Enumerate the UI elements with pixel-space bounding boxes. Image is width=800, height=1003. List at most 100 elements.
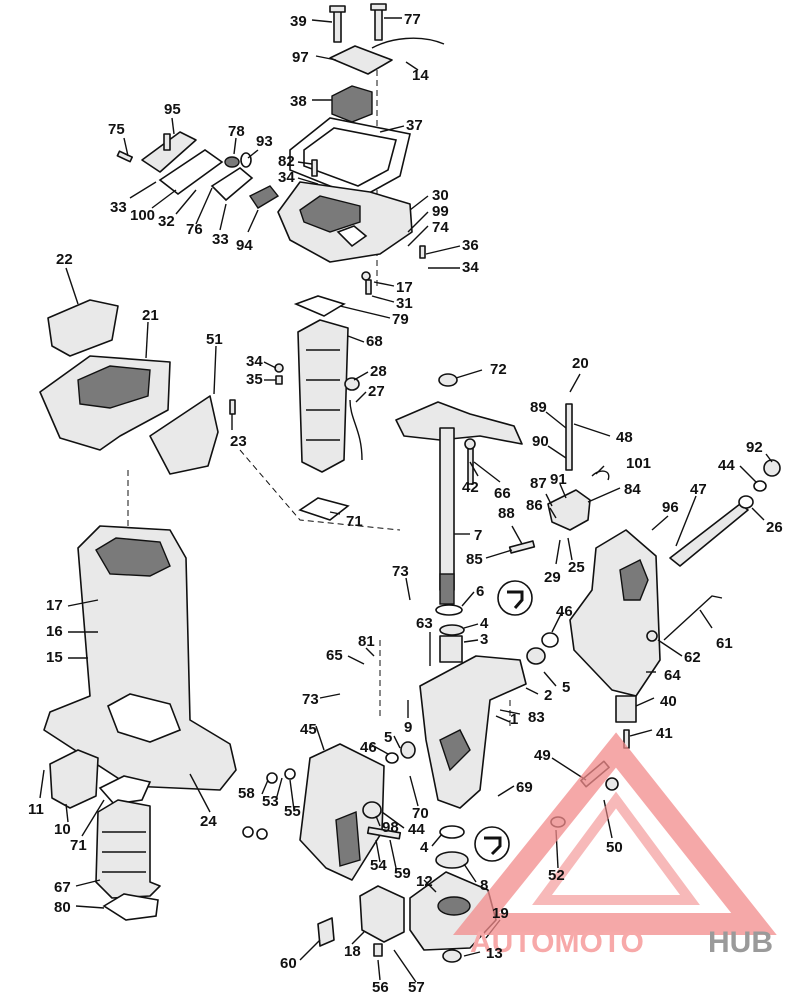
- label-62: 62: [684, 649, 701, 666]
- bushing-3: [439, 635, 463, 663]
- cover-22: [47, 299, 119, 357]
- label-83: 83: [528, 709, 545, 726]
- label-39: 39: [290, 13, 307, 30]
- spring-101: [591, 470, 610, 481]
- label-52: 52: [548, 867, 565, 884]
- grommet-28: [344, 377, 360, 391]
- label-94: 94: [236, 237, 253, 254]
- label-85: 85: [466, 551, 483, 568]
- gasket-32: [158, 149, 224, 196]
- bushing-4-bottom: [439, 825, 465, 839]
- nut-62: [646, 630, 658, 642]
- tube-67: [95, 799, 161, 899]
- label-92: 92: [746, 439, 763, 456]
- gasket-71-bottom: [98, 775, 152, 805]
- label-44-top: 44: [718, 457, 735, 474]
- bracket-60: [317, 917, 335, 947]
- exhaust-tube-68: [297, 319, 349, 473]
- label-1: 1: [510, 711, 518, 728]
- label-80: 80: [54, 899, 71, 916]
- label-35: 35: [246, 371, 263, 388]
- label-26: 26: [766, 519, 783, 536]
- steering-tube-7: [439, 427, 455, 605]
- label-93: 93: [256, 133, 273, 150]
- label-21: 21: [142, 307, 159, 324]
- label-38: 38: [290, 93, 307, 110]
- plate-10: [49, 749, 99, 809]
- nut-13: [442, 949, 462, 963]
- swivel-bracket-top: [395, 401, 523, 445]
- label-68: 68: [366, 333, 383, 350]
- label-96: 96: [662, 499, 679, 516]
- housing-30: [277, 181, 413, 263]
- label-44-lower: 44: [408, 821, 425, 838]
- label-46-lower: 46: [360, 739, 377, 756]
- label-75: 75: [108, 121, 125, 138]
- label-17-left: 17: [46, 597, 63, 614]
- cap-78: [224, 156, 240, 168]
- label-64: 64: [664, 667, 681, 684]
- label-84: 84: [624, 481, 641, 498]
- spring-94: [248, 185, 280, 209]
- label-46-right: 46: [556, 603, 573, 620]
- label-23: 23: [230, 433, 247, 450]
- label-4-bottom: 4: [420, 839, 429, 856]
- label-58: 58: [238, 785, 255, 802]
- label-42: 42: [462, 479, 479, 496]
- hose-27: [349, 399, 363, 461]
- screw-23: [229, 399, 236, 415]
- grease-symbol-bottom: [474, 826, 510, 862]
- label-57: 57: [408, 979, 425, 996]
- block-18: [359, 885, 405, 943]
- label-45: 45: [300, 721, 317, 738]
- bushing-4-top: [439, 624, 465, 636]
- grease-symbol-top: [497, 580, 533, 616]
- label-78: 78: [228, 123, 245, 140]
- pin-17-top: [361, 271, 372, 295]
- part-labels: 39 77 97 14 38 37 95 75 78 93 82 34 33 1…: [28, 11, 783, 996]
- label-100: 100: [130, 207, 155, 224]
- washer-6: [435, 604, 463, 616]
- label-20: 20: [572, 355, 589, 372]
- label-31: 31: [396, 295, 413, 312]
- bracket-95: [141, 131, 197, 173]
- label-81: 81: [358, 633, 375, 650]
- module-38: [331, 85, 373, 123]
- label-50: 50: [606, 839, 623, 856]
- label-47: 47: [690, 481, 707, 498]
- bolt-39: [329, 5, 346, 43]
- label-19: 19: [492, 905, 509, 922]
- label-73-left: 73: [302, 691, 319, 708]
- label-77: 77: [404, 11, 421, 28]
- label-34-top: 34: [278, 169, 295, 186]
- bolt-66: [464, 438, 476, 485]
- wire-14: [371, 37, 445, 49]
- label-87: 87: [530, 475, 547, 492]
- label-36: 36: [462, 237, 479, 254]
- label-27: 27: [368, 383, 385, 400]
- label-95: 95: [164, 101, 181, 118]
- gasket-37: [289, 117, 411, 199]
- label-10: 10: [54, 821, 71, 838]
- label-60: 60: [280, 955, 297, 972]
- label-15: 15: [46, 649, 63, 666]
- exhaust-housing-15: [43, 525, 237, 791]
- plate-97: [329, 45, 393, 75]
- screw-82: [311, 159, 318, 177]
- clip-26: [738, 495, 754, 509]
- label-5-right: 5: [562, 679, 570, 696]
- label-101: 101: [626, 455, 651, 472]
- label-79: 79: [392, 311, 409, 328]
- label-28: 28: [370, 363, 387, 380]
- label-7: 7: [474, 527, 482, 544]
- washer-46-lower: [385, 752, 399, 764]
- label-4-top: 4: [480, 615, 489, 632]
- label-25: 25: [568, 559, 585, 576]
- washers-53-55: [242, 768, 296, 840]
- oring-93: [240, 152, 252, 168]
- label-91: 91: [550, 471, 567, 488]
- gasket-80: [102, 893, 159, 921]
- plug-34-35: [274, 363, 284, 385]
- label-12: 12: [416, 873, 433, 890]
- label-37: 37: [406, 117, 423, 134]
